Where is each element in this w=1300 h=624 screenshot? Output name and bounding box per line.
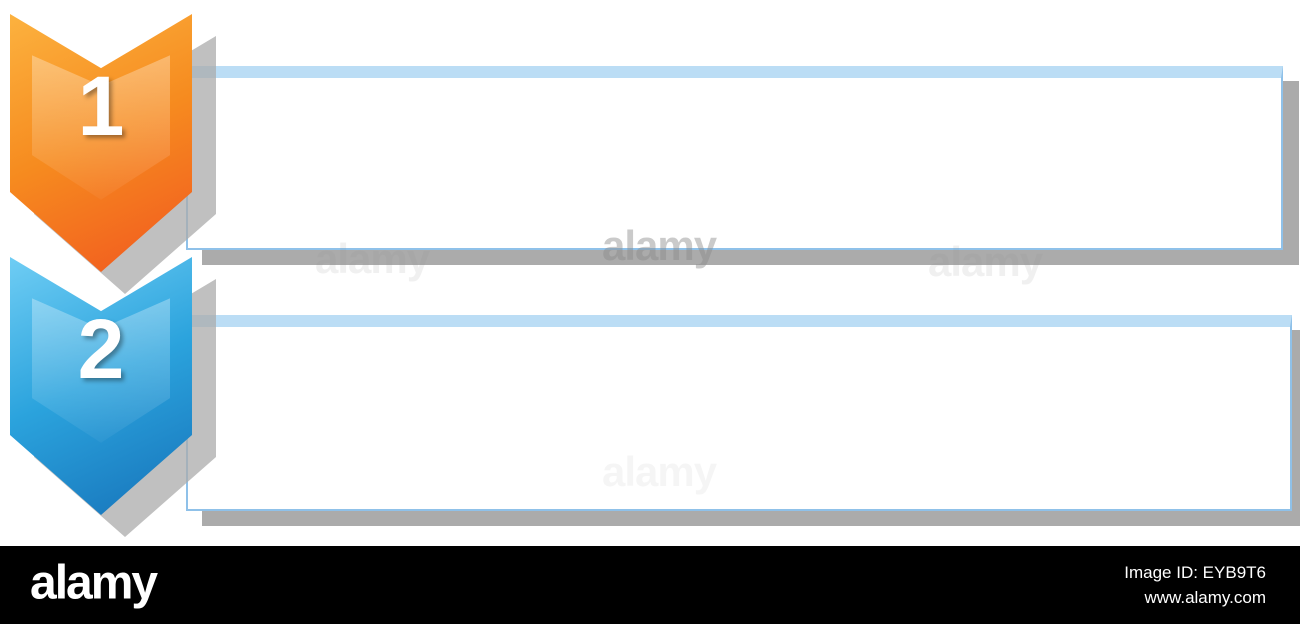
list-bar-1 — [186, 66, 1283, 250]
alamy-logo: alamy — [30, 556, 158, 610]
image-id: Image ID: EYB9T6 — [1124, 563, 1266, 582]
stock-footer-bar: alamy Image ID: EYB9T6 www.alamy.com — [0, 546, 1300, 624]
chevron-number-1: 1 — [77, 59, 125, 154]
chevron-number-2: 2 — [77, 302, 125, 397]
image-meta: Image ID: EYB9T6 www.alamy.com — [1124, 560, 1266, 610]
alamy-url: www.alamy.com — [1144, 588, 1266, 607]
list-bar-2 — [186, 315, 1292, 511]
